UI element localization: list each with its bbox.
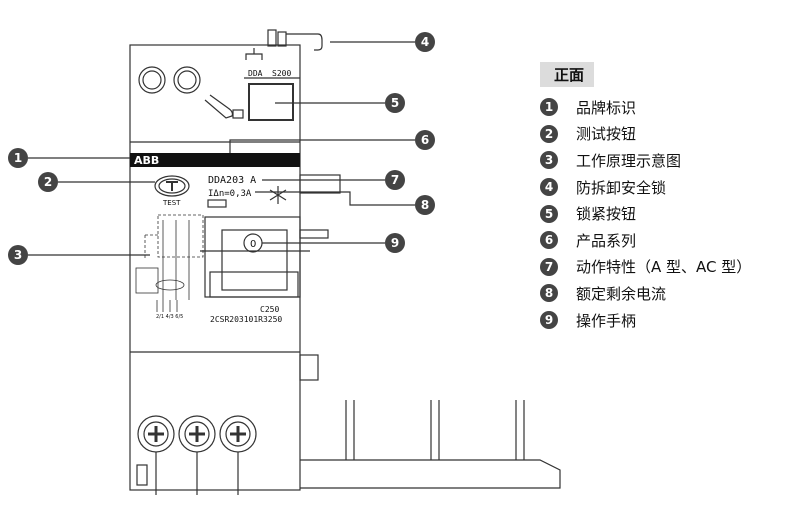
legend-number-badge: 7 — [540, 257, 558, 276]
legend-number-badge: 5 — [540, 204, 558, 223]
callout-9: 9 — [385, 233, 405, 253]
callout-5: 5 — [385, 93, 405, 113]
svg-text:4: 4 — [421, 35, 429, 49]
legend-number-badge: 4 — [540, 178, 558, 197]
callout-2: 2 — [38, 172, 58, 192]
legend-item: 5 锁紧按钮 — [540, 200, 751, 227]
legend-label: 测试按钮 — [576, 125, 637, 144]
legend-number-badge: 6 — [540, 231, 558, 250]
handle-label: 0 — [250, 239, 256, 250]
legend-item: 8 额定剩余电流 — [540, 280, 751, 307]
svg-text:7: 7 — [391, 173, 399, 187]
svg-text:2: 2 — [44, 175, 52, 189]
legend-item: 2 测试按钮 — [540, 121, 751, 148]
legend-item: 6 产品系列 — [540, 227, 751, 254]
legend-label: 操作手柄 — [576, 311, 637, 330]
legend-number-badge: 1 — [540, 98, 558, 117]
legend-number-badge: 8 — [540, 284, 558, 303]
legend-number-badge: 9 — [540, 311, 558, 330]
legend-label: 产品系列 — [576, 231, 637, 250]
callout-4: 4 — [415, 32, 435, 52]
rating-label: C250 — [260, 305, 279, 314]
callout-6: 6 — [415, 130, 435, 150]
snowflake-icon — [269, 186, 287, 204]
schematic — [135, 214, 204, 312]
legend-label: 动作特性（A 型、AC 型） — [576, 258, 752, 277]
security-lock — [267, 29, 415, 51]
svg-text:5: 5 — [391, 96, 399, 110]
legend-item: 4 防拆卸安全锁 — [540, 174, 751, 201]
rated-current-label: IΔn=0,3A — [208, 189, 252, 199]
svg-text:1: 1 — [14, 151, 22, 165]
terminals — [136, 415, 257, 495]
callout-1: 1 — [8, 148, 28, 168]
terminal-label: 2/1 4/3 6/5 — [156, 314, 183, 320]
busbar — [300, 400, 561, 489]
screw-holes-top — [138, 66, 201, 94]
legend-number-badge: 2 — [540, 124, 558, 143]
finger-press-icon — [204, 94, 234, 119]
legend-label: 品牌标识 — [576, 98, 637, 117]
svg-text:9: 9 — [391, 236, 399, 250]
legend-title: 正面 — [540, 62, 595, 87]
legend-number-badge: 3 — [540, 151, 558, 170]
brand-band — [130, 153, 300, 167]
legend-label: 锁紧按钮 — [576, 205, 637, 224]
svg-text:6: 6 — [421, 133, 429, 147]
legend-item: 1 品牌标识 — [540, 94, 751, 121]
brand-logo: ABB — [134, 154, 159, 167]
test-label: TEST — [162, 199, 181, 207]
svg-text:3: 3 — [14, 248, 22, 262]
device-body — [129, 44, 301, 491]
legend-label: 防拆卸安全锁 — [576, 178, 667, 197]
svg-text:8: 8 — [421, 198, 429, 212]
callout-7: 7 — [385, 170, 405, 190]
legend-item: 3 工作原理示意图 — [540, 147, 751, 174]
lock-label-s200: S200 — [272, 69, 291, 78]
lock-label-dda: DDA — [248, 69, 263, 78]
part-number: 2CSR203101R3250 — [210, 315, 282, 324]
test-button[interactable] — [154, 175, 190, 197]
legend-item: 9 操作手柄 — [540, 307, 751, 334]
callout-8: 8 — [415, 195, 435, 215]
callout-3: 3 — [8, 245, 28, 265]
model-label: DDA203 A — [208, 175, 256, 186]
legend-label: 工作原理示意图 — [576, 151, 682, 170]
legend-item: 7 动作特性（A 型、AC 型） — [540, 254, 751, 281]
lock-button[interactable] — [248, 83, 294, 121]
legend-label: 额定剩余电流 — [576, 284, 667, 303]
